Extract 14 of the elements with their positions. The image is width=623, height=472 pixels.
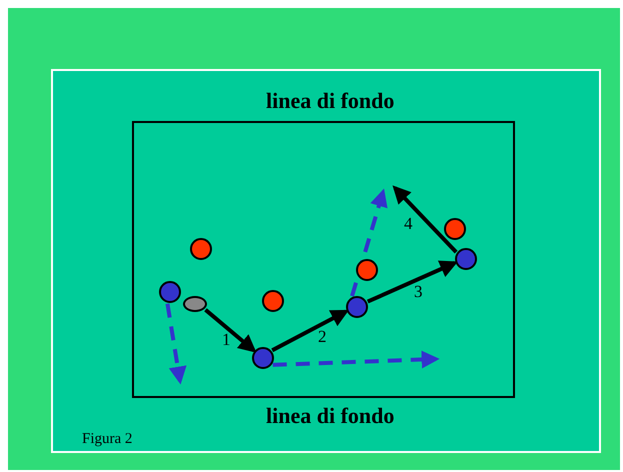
edge-label: 3	[414, 282, 422, 302]
arrow	[366, 260, 458, 304]
dashed-arrow	[272, 350, 440, 369]
end-line-label: linea di fondo	[266, 403, 394, 429]
dashed-arrow	[350, 188, 388, 297]
end-line-label: linea di fondo	[266, 88, 394, 114]
edge-label: 4	[404, 214, 412, 234]
edge-label: 2	[318, 327, 326, 347]
arrow	[392, 185, 458, 254]
edge-label: 1	[222, 330, 230, 350]
figure-caption: Figura 2	[82, 431, 132, 448]
dashed-arrow	[165, 303, 187, 385]
arrow	[271, 310, 350, 352]
arrow	[204, 308, 256, 353]
